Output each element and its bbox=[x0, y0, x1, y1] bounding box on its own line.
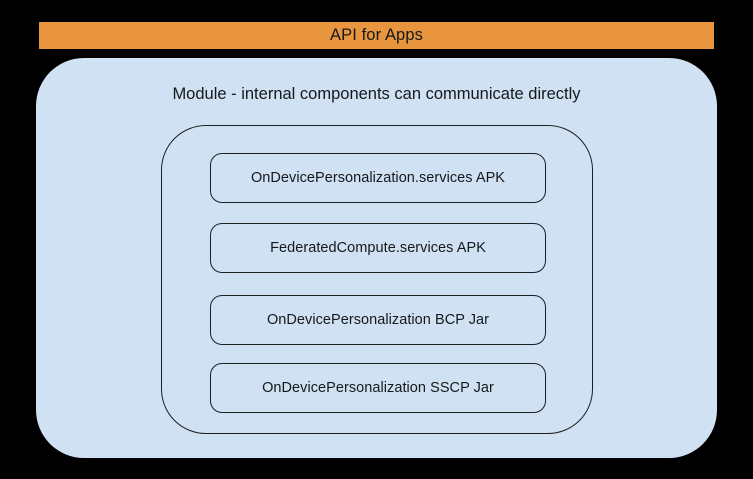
component-label: OnDevicePersonalization.services APK bbox=[250, 169, 506, 186]
internal-components-group: OnDevicePersonalization.services APK Fed… bbox=[161, 125, 593, 434]
component-box-ondevicepersonalization-sscp-jar: OnDevicePersonalization SSCP Jar bbox=[210, 363, 546, 413]
component-box-ondevicepersonalization-services-apk: OnDevicePersonalization.services APK bbox=[210, 153, 546, 203]
component-label: OnDevicePersonalization BCP Jar bbox=[266, 311, 490, 328]
component-label: FederatedCompute.services APK bbox=[270, 239, 486, 256]
api-for-apps-label: API for Apps bbox=[330, 26, 423, 45]
api-for-apps-band: API for Apps bbox=[39, 22, 714, 49]
module-caption: Module - internal components can communi… bbox=[172, 85, 581, 103]
component-box-ondevicepersonalization-bcp-jar: OnDevicePersonalization BCP Jar bbox=[210, 295, 546, 345]
component-box-federatedcompute-services-apk: FederatedCompute.services APK bbox=[210, 223, 546, 273]
component-label: OnDevicePersonalization SSCP Jar bbox=[262, 379, 494, 396]
module-panel: Module - internal components can communi… bbox=[36, 58, 717, 458]
